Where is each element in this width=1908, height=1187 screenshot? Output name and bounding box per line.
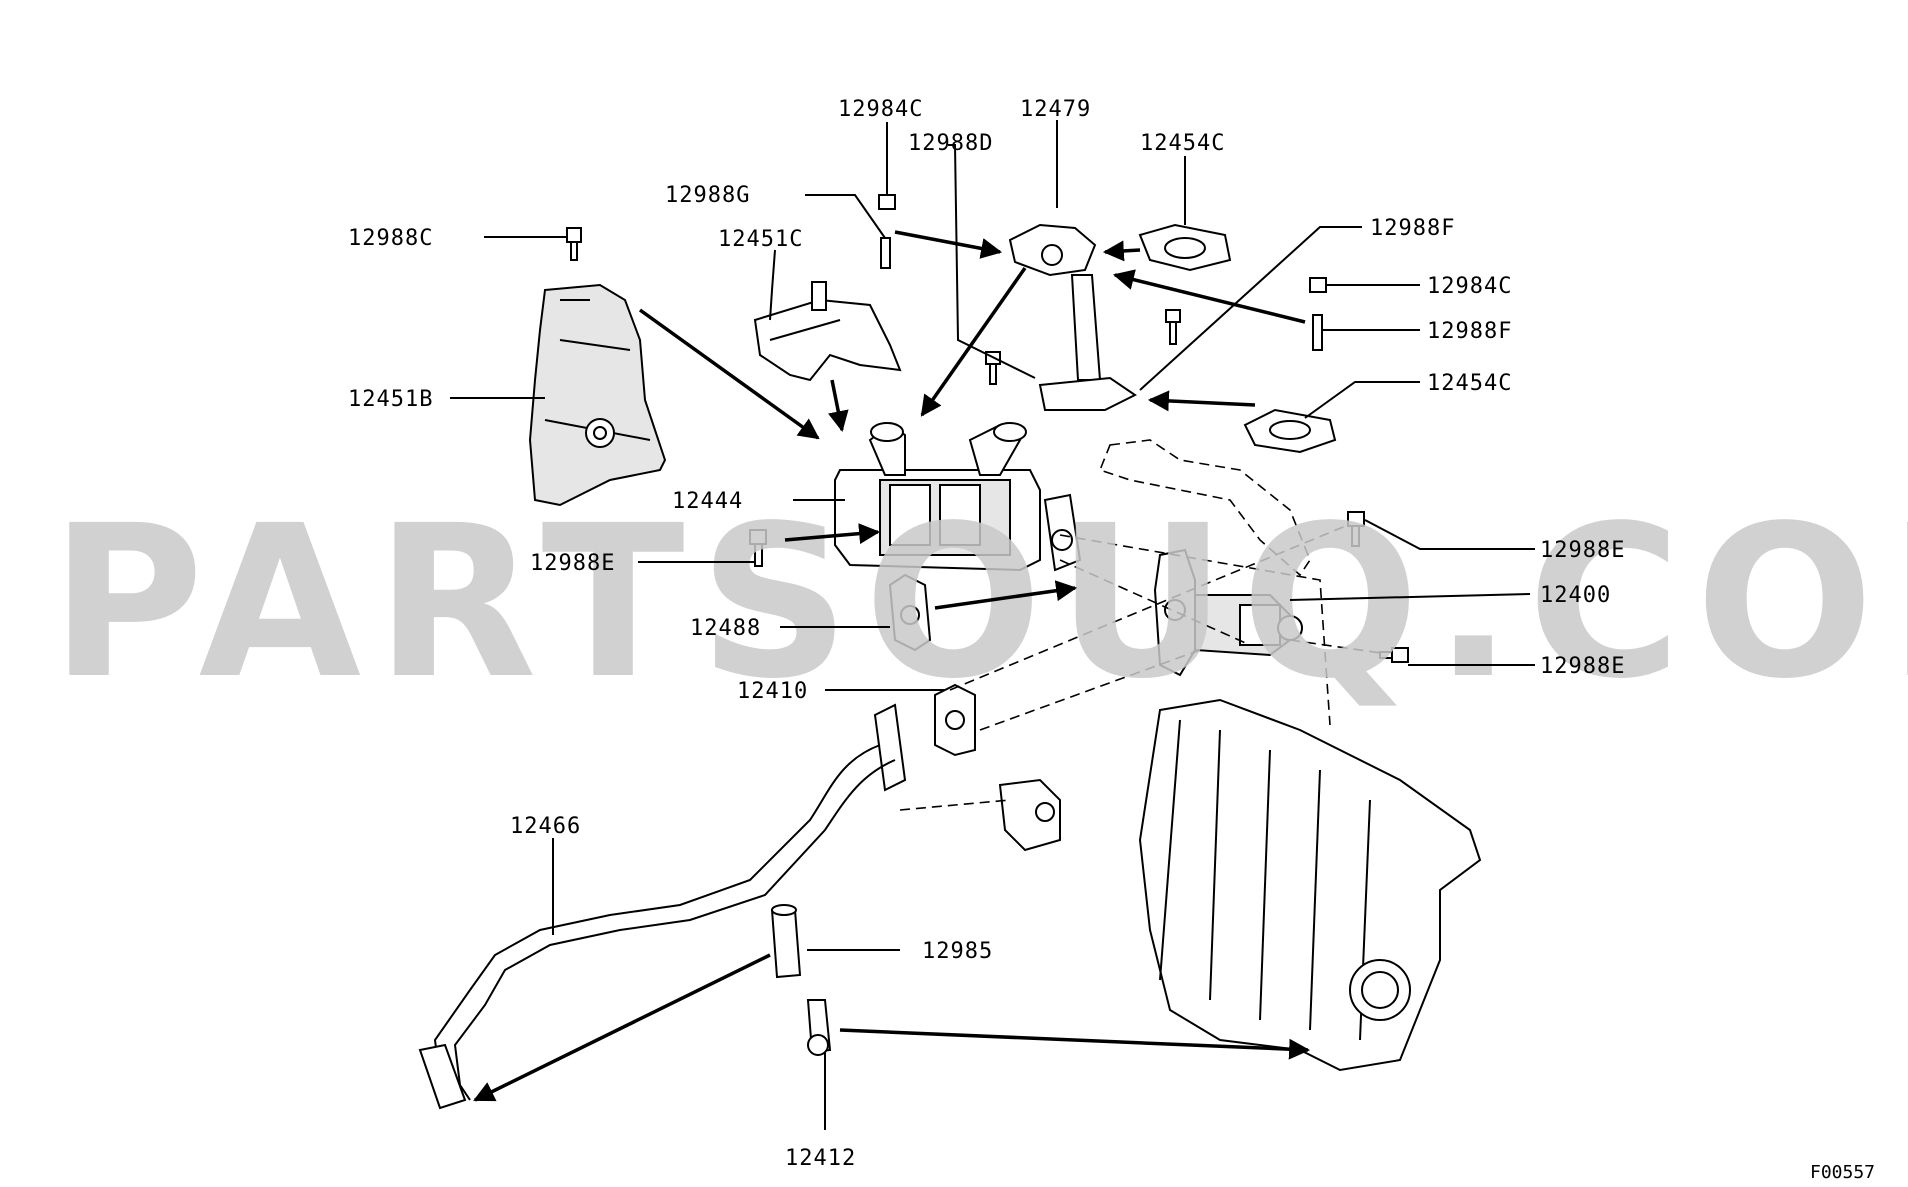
label-12984c-top[interactable]: 12984C xyxy=(838,97,923,122)
label-12444[interactable]: 12444 xyxy=(672,489,743,514)
label-12984c-right[interactable]: 12984C xyxy=(1427,274,1512,299)
heat-shield-12451c[interactable] xyxy=(753,281,902,382)
pipe-outline xyxy=(1098,439,1311,577)
label-12988c[interactable]: 12988C xyxy=(348,226,433,251)
label-12451c[interactable]: 12451C xyxy=(718,227,803,252)
label-12988f-right[interactable]: 12988F xyxy=(1427,319,1512,344)
figure-code: F00557 xyxy=(1810,1162,1875,1183)
bolt-12988e-left[interactable] xyxy=(749,529,767,567)
nut-12984c-top[interactable] xyxy=(878,194,896,210)
label-12454c-top[interactable]: 12454C xyxy=(1140,131,1225,156)
label-12412[interactable]: 12412 xyxy=(785,1146,856,1171)
label-12466[interactable]: 12466 xyxy=(510,814,581,839)
sleeve-12985[interactable] xyxy=(770,904,802,979)
stud-12988g[interactable] xyxy=(880,237,891,269)
egr-cooler-12444[interactable] xyxy=(834,422,1082,572)
egr-pipe-12466[interactable] xyxy=(418,703,907,1110)
assembly-arrows xyxy=(473,230,1311,1102)
label-12451b[interactable]: 12451B xyxy=(348,387,433,412)
label-12488[interactable]: 12488 xyxy=(690,616,761,641)
label-12410[interactable]: 12410 xyxy=(737,679,808,704)
gasket-12454c-right[interactable] xyxy=(1243,408,1337,454)
fitting-12412[interactable] xyxy=(806,999,832,1056)
label-12454c-right[interactable]: 12454C xyxy=(1427,371,1512,396)
gasket-12410[interactable] xyxy=(934,683,976,757)
label-12479[interactable]: 12479 xyxy=(1020,97,1091,122)
part-labels: 12984C 12479 12988D 12454C 12988G 12451C… xyxy=(348,97,1625,1171)
stud-12988f-right[interactable] xyxy=(1312,314,1323,351)
label-12988d[interactable]: 12988D xyxy=(908,131,993,156)
leader-lines xyxy=(450,120,1535,1130)
label-12985[interactable]: 12985 xyxy=(922,939,993,964)
bolt-12988e-right-top[interactable] xyxy=(1347,511,1365,547)
bolt-12988c[interactable] xyxy=(566,227,582,261)
bracket xyxy=(998,778,1061,852)
label-12988e-left[interactable]: 12988E xyxy=(530,551,615,576)
label-12400[interactable]: 12400 xyxy=(1540,583,1611,608)
alignment-lines xyxy=(899,519,1396,811)
bolt-12988f-top[interactable] xyxy=(1165,309,1181,345)
gasket-12454c-top[interactable] xyxy=(1138,223,1232,272)
label-12988e-right-bottom[interactable]: 12988E xyxy=(1540,654,1625,679)
label-12988e-right-top[interactable]: 12988E xyxy=(1540,538,1625,563)
bolt-12988e-right-bottom[interactable] xyxy=(1379,647,1409,663)
intake-manifold xyxy=(1138,698,1482,1072)
egr-pipe-12479[interactable] xyxy=(1008,223,1137,411)
nut-12984c-right[interactable] xyxy=(1309,277,1327,293)
label-12988f-top[interactable]: 12988F xyxy=(1370,216,1455,241)
gasket-12488[interactable] xyxy=(888,573,932,652)
egr-valve-12400[interactable] xyxy=(1153,548,1303,677)
label-12988g[interactable]: 12988G xyxy=(665,183,750,208)
heat-shield-12451b[interactable] xyxy=(528,283,667,507)
